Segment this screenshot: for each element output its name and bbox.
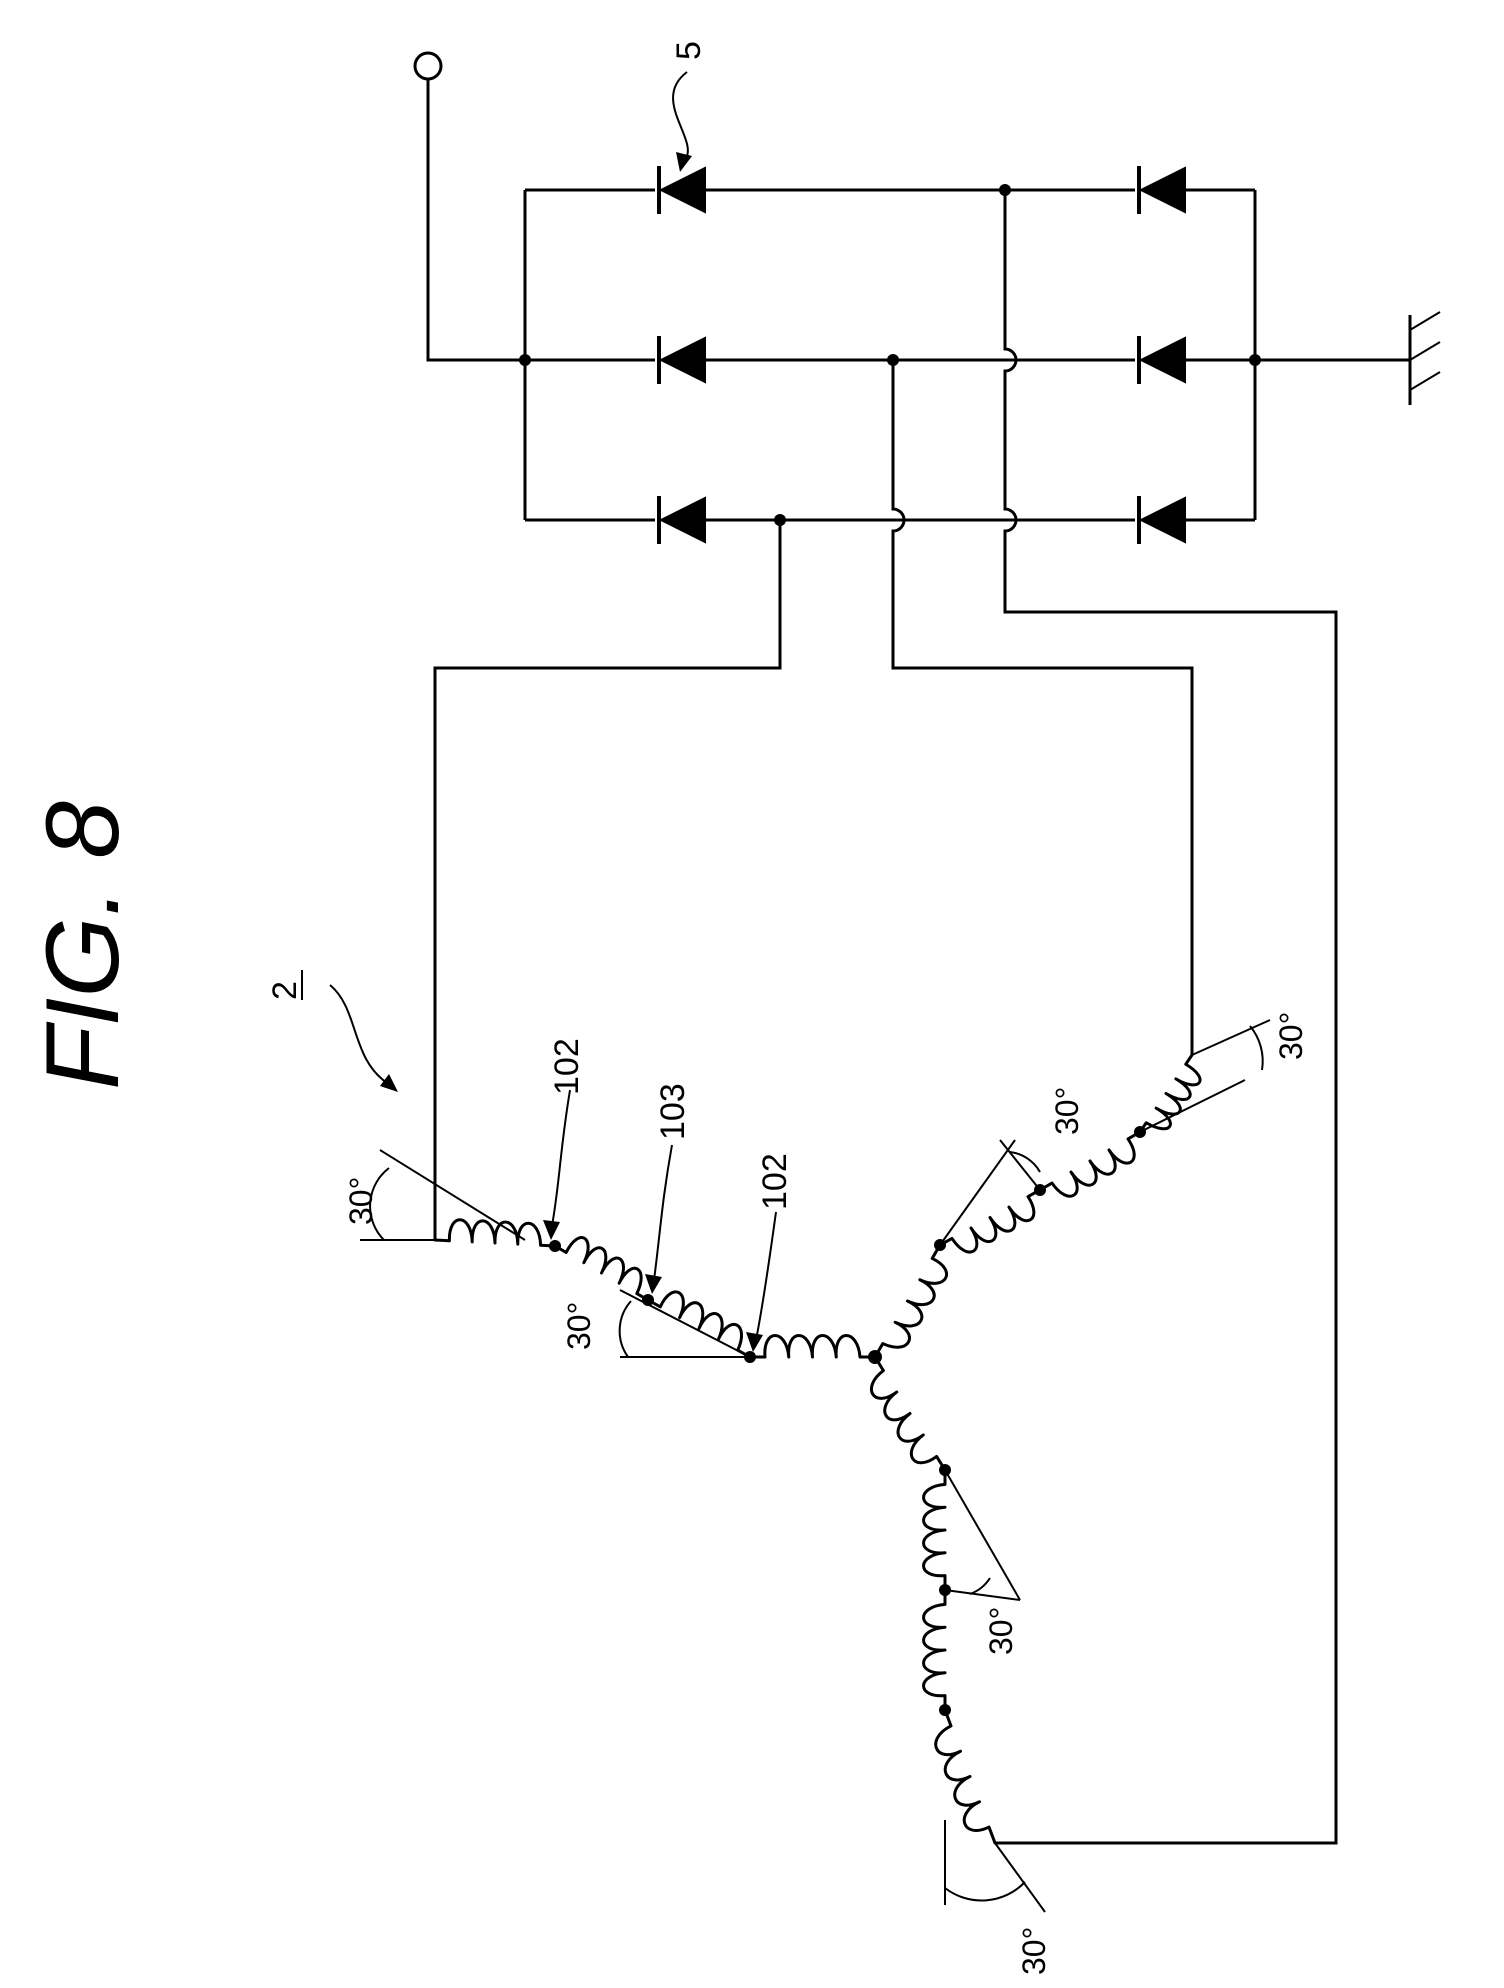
diode-bot-left-triangle [661,498,705,542]
angle-label-upper-right-inner: 30° [1049,1087,1085,1135]
reference-numerals: 2 5 102 103 102 [266,41,794,1352]
diode-bot-right [1139,496,1185,544]
phase-2-wire [893,360,1192,1055]
coil-arm2-middle [940,1190,1040,1252]
ref-numeral-102-upper: 102 [548,1038,586,1095]
figure-title-group: FIG. 8 [25,801,141,1090]
diode-bot-right-triangle [1141,498,1185,542]
ref-numeral-102-lower: 102 [756,1153,794,1210]
angle-label-top-inner: 30° [561,1302,597,1350]
ref-102-lower-leader [756,1212,776,1340]
figure-title: FIG. 8 [25,801,141,1090]
angle-arc [945,1882,1025,1901]
ref-102-upper-leader [552,1090,570,1226]
angle-arc [1250,1026,1263,1070]
diode-mid-right [1139,336,1185,384]
coil-junction-dot [549,1240,561,1252]
angle-arc [620,1301,631,1357]
diode-top-left [659,166,705,214]
ground-hatch [1410,372,1440,390]
diode-bot-left [659,496,705,544]
ref-numeral-5: 5 [670,41,708,60]
phase-3-node-dot [999,184,1011,196]
coil-junction-dot [939,1704,951,1716]
output-terminal [415,53,525,360]
diode-mid-left [659,336,705,384]
coil-arm2-inner [875,1245,947,1357]
output-terminal-circle [415,53,441,79]
ref-102-lower-arrowhead [746,1332,763,1352]
winding-dots [549,1126,1146,1716]
diode-mid-right-triangle [1141,338,1185,382]
ref-5-arrowhead [676,152,692,172]
neutral-point-dot [868,1350,882,1364]
coil-arm1-outer [435,1220,555,1246]
ground-hatch [1410,342,1440,360]
ref-103-leader [654,1145,672,1280]
phase-taps [435,184,1336,1843]
coil-arm2-outer [1140,1055,1200,1132]
phase-1-node-dot [774,514,786,526]
angle-label-upper-right-outer: 30° [1273,1012,1309,1060]
coil-arm1-middle [648,1292,750,1357]
angle-ref-line [945,1590,1020,1600]
diode-top-left-triangle [661,168,705,212]
coil-arm3-next [924,1590,945,1710]
junction-dot [1249,354,1261,366]
ground-symbol [1410,312,1440,405]
angle-label-lower-inner: 30° [983,1607,1019,1655]
ref-103-arrowhead [645,1274,662,1294]
ref-5-leader [673,72,688,160]
junction-dot [519,354,531,366]
ref-102-upper-arrowhead [543,1220,560,1240]
angle-arc [1010,1152,1040,1172]
ground-hatch [1410,312,1440,330]
phase-2-node-dot [887,354,899,366]
angle-ref-line [995,1843,1045,1912]
stator-winding [435,1055,1200,1843]
rectifier-bridge [519,166,1410,544]
phase-1-wire [435,520,780,1240]
angle-ref-line [1140,1080,1245,1132]
coil-arm2-next [1040,1132,1140,1196]
output-lead-wire [428,79,525,360]
angle-arc [970,1578,990,1594]
angle-label-top-outer: 30° [343,1177,379,1225]
coil-arm1-inner [750,1336,875,1357]
diode-top-right-triangle [1141,168,1185,212]
angle-label-lower-outer: 30° [1016,1927,1052,1975]
ref-2-leader [330,985,390,1085]
coil-arm3-inner [871,1357,945,1470]
coil-arm1-next [555,1238,648,1300]
ref-numeral-2: 2 [266,981,304,1000]
angle-ref-line [945,1470,1020,1600]
ref-2-arrowhead [380,1074,398,1092]
diode-top-right [1139,166,1185,214]
ref-numeral-103: 103 [654,1083,692,1140]
diode-mid-left-triangle [661,338,705,382]
angle-labels: 30° 30° 30° 30° 30° 30° [343,1012,1309,1975]
coil-arm3-middle [924,1470,945,1590]
